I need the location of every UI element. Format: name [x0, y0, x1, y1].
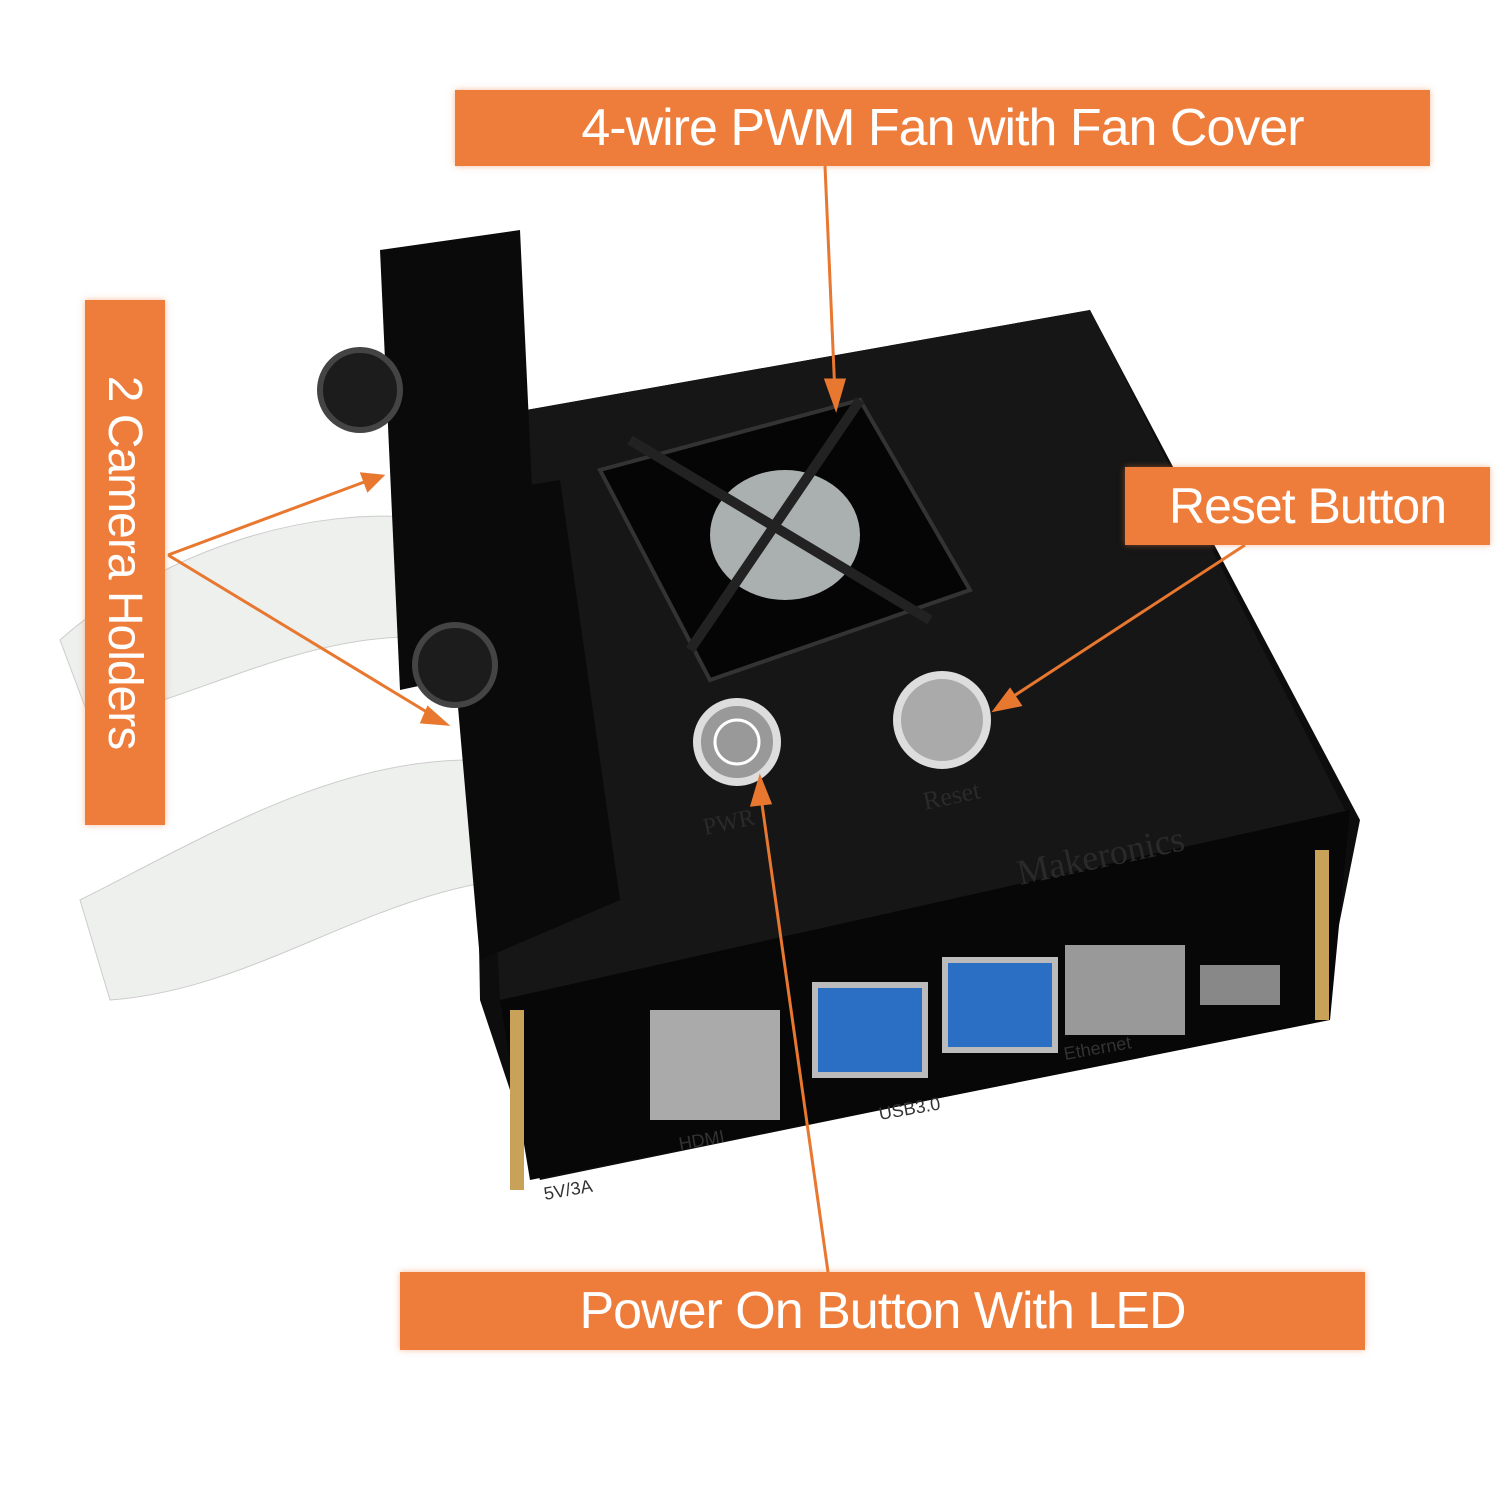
camera-lens-2 [412, 622, 498, 708]
fan-arrow [823, 165, 837, 396]
power-arrow [758, 789, 830, 1273]
usb3-port-2 [942, 957, 1058, 1053]
usb3-port-1 [812, 982, 928, 1078]
power-rating-label: 5V/3A [542, 1176, 594, 1204]
reset-arrowhead [991, 687, 1023, 713]
fan-callout: 4-wire PWM Fan with Fan Cover [455, 90, 1430, 166]
standoff [510, 1010, 524, 1190]
fan-guard-wire [627, 397, 933, 653]
camera-callout-label: 2 Camera Holders [98, 375, 152, 750]
camera-arrow-2 [167, 553, 441, 722]
fan-callout-label: 4-wire PWM Fan with Fan Cover [581, 99, 1304, 157]
ethernet-port [1065, 945, 1185, 1035]
fan-arrowhead [823, 378, 846, 413]
reset-button[interactable] [893, 671, 991, 769]
camera-lens-1 [317, 347, 403, 433]
power-callout-label: Power On Button With LED [579, 1282, 1186, 1340]
camera-arrow-1 [167, 476, 376, 557]
power-led-ring [713, 718, 761, 766]
power-button-callout: Power On Button With LED [400, 1272, 1365, 1350]
usb-c-port [1200, 965, 1280, 1005]
standoff [1315, 850, 1329, 1020]
reset-button-callout: Reset Button [1125, 467, 1490, 545]
camera-arrowhead-1 [359, 472, 386, 493]
hdmi-port [650, 1010, 780, 1120]
power-arrowhead [749, 773, 773, 807]
camera-holder-2 [440, 480, 620, 960]
camera-holders-callout: 2 Camera Holders [85, 300, 165, 825]
reset-arrow [999, 543, 1246, 707]
power-button[interactable] [693, 698, 781, 786]
camera-arrowhead-2 [419, 705, 451, 726]
reset-callout-label: Reset Button [1168, 478, 1447, 534]
